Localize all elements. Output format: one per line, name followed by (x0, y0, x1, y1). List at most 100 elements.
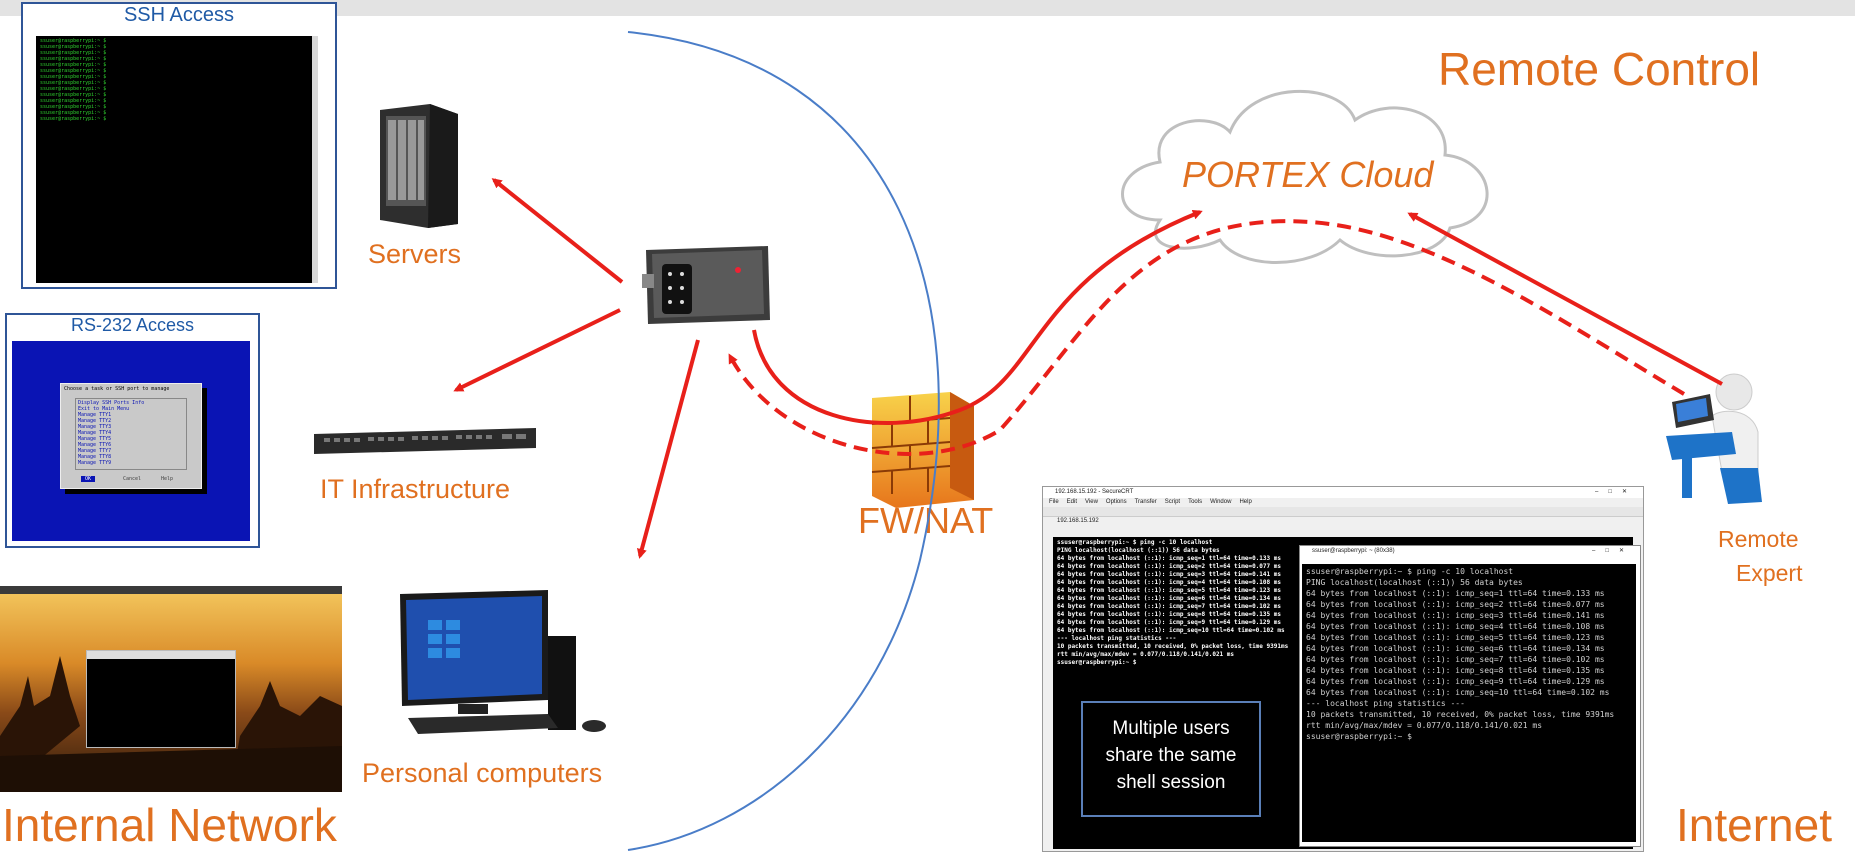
ssh-terminal-line: ssuser@raspberrypi:~ $ (40, 86, 107, 92)
securecrt-menu-item[interactable]: View (1085, 499, 1098, 505)
securecrt-menu-item[interactable]: File (1049, 499, 1059, 505)
arrow-to-personal-computers (636, 339, 700, 559)
putty-terminal-line: PING localhost(localhost (::1)) 56 data … (1306, 578, 1523, 587)
putty-terminal-line: ssuser@raspberrypi:~ $ (1306, 732, 1412, 741)
securecrt-terminal-line: 64 bytes from localhost (::1): icmp_seq=… (1057, 555, 1281, 562)
securecrt-terminal-line: ssuser@raspberrypi:~ $ ping -c 10 localh… (1057, 539, 1213, 546)
rs232-menu-dialog: Choose a task or SSH port to manage Disp… (60, 383, 202, 489)
securecrt-menu-item[interactable]: Tools (1188, 499, 1203, 505)
multi-user-box: Multiple users share the same shell sess… (1081, 701, 1261, 817)
securecrt-terminal-line: 64 bytes from localhost (::1): icmp_seq=… (1057, 619, 1281, 626)
it-infrastructure-label: IT Infrastructure (320, 474, 511, 504)
rs232-menu-item: Manage TTY6 (78, 442, 112, 448)
servers-label: Servers (368, 239, 462, 269)
rs232-panel-title: RS-232 Access (70, 315, 195, 335)
putty-terminal-line: 10 packets transmitted, 10 received, 0% … (1306, 710, 1615, 719)
arrow-to-it-infrastructure (453, 308, 621, 392)
internet-label: Internet (1676, 799, 1832, 851)
securecrt-terminal-line: 10 packets transmitted, 10 received, 0% … (1057, 643, 1289, 650)
securecrt-toolbar (1043, 507, 1643, 517)
securecrt-terminal-line: ssuser@raspberrypi:~ $ (1057, 659, 1137, 666)
ssh-terminal-line: ssuser@raspberrypi:~ $ (40, 68, 107, 74)
ssh-terminal-line: ssuser@raspberrypi:~ $ (40, 104, 107, 110)
rs232-help-button[interactable]: Help (161, 476, 174, 482)
arrow-to-servers (491, 178, 624, 284)
multi-user-line-2: share the same (1105, 745, 1237, 766)
internal-network-label: Internal Network (2, 799, 337, 851)
securecrt-window: 192.168.15.192 - SecureCRT –□✕ File Edit V… (1042, 486, 1644, 852)
arrow-expert-to-cloud (1407, 212, 1723, 386)
ssh-terminal-line: ssuser@raspberrypi:~ $ (40, 56, 107, 62)
desktop-terminal (86, 650, 236, 748)
putty-terminal-line: 64 bytes from localhost (::1): icmp_seq=… (1306, 611, 1605, 620)
rs232-console: Choose a task or SSH port to manage Disp… (12, 341, 250, 541)
putty-terminal-line: 64 bytes from localhost (::1): icmp_seq=… (1306, 633, 1605, 642)
putty-terminal-line: --- localhost ping statistics --- (1306, 699, 1465, 708)
ssh-terminal-line: ssuser@raspberrypi:~ $ (40, 98, 107, 104)
securecrt-menu-item[interactable]: Edit (1066, 499, 1078, 505)
securecrt-terminal-line: 64 bytes from localhost (::1): icmp_seq=… (1057, 563, 1281, 570)
securecrt-terminal-line: 64 bytes from localhost (::1): icmp_seq=… (1057, 579, 1281, 586)
ssh-terminal-line: ssuser@raspberrypi:~ $ (40, 80, 107, 86)
temple-silhouettes (0, 656, 342, 792)
ssh-access-panel: SSH Access ssuser@raspberrypi:~ $ssuser@… (21, 2, 337, 289)
ssh-scrollbar (312, 36, 318, 283)
remote-expert-label-2: Expert (1736, 560, 1803, 586)
putty-terminal-line: 64 bytes from localhost (::1): icmp_seq=… (1306, 677, 1605, 686)
rs232-menu-item: Manage TTY3 (78, 424, 112, 430)
personal-computers-label: Personal computers (362, 758, 603, 788)
rs232-menu-item: Manage TTY8 (78, 454, 112, 460)
network-switch-icon (310, 424, 540, 456)
tunnel-device-to-cloud (752, 209, 1203, 425)
portex-device-icon (642, 244, 772, 326)
ssh-terminal-line: ssuser@raspberrypi:~ $ (40, 38, 107, 44)
rs232-menu-item: Manage TTY5 (78, 436, 112, 442)
ssh-terminal-line: ssuser@raspberrypi:~ $ (40, 110, 107, 116)
putty-terminal-line: 64 bytes from localhost (::1): icmp_seq=… (1306, 688, 1610, 697)
rs232-ok-button[interactable]: OK (81, 476, 96, 482)
rs232-menu-item: Manage TTY9 (78, 460, 112, 466)
securecrt-title: 192.168.15.192 - SecureCRT (1055, 489, 1134, 495)
putty-terminal[interactable]: ssuser@raspberrypi:~ $ ping -c 10 localh… (1302, 564, 1636, 842)
securecrt-tab-label: 192.168.15.192 (1057, 518, 1099, 524)
window-controls[interactable]: –□✕ (1595, 489, 1637, 495)
securecrt-menubar: File Edit View Options Transfer Script Tools Wi… (1043, 498, 1643, 507)
ssh-terminal-line: ssuser@raspberrypi:~ $ (40, 44, 107, 50)
desktop-screenshot (0, 586, 342, 792)
rs232-menu-item: Manage TTY1 (78, 412, 112, 418)
securecrt-menu-item[interactable]: Transfer (1134, 499, 1157, 505)
remote-expert-icon (1662, 372, 1772, 512)
ssh-terminal-line: ssuser@raspberrypi:~ $ (40, 62, 107, 68)
securecrt-terminal-line: 64 bytes from localhost (::1): icmp_seq=… (1057, 587, 1281, 594)
ssh-terminal-line: ssuser@raspberrypi:~ $ (40, 74, 107, 80)
putty-terminal-line: 64 bytes from localhost (::1): icmp_seq=… (1306, 666, 1605, 675)
rs232-menu-item: Manage TTY2 (78, 418, 112, 424)
securecrt-terminal-line: rtt min/avg/max/mdev = 0.077/0.118/0.141… (1057, 651, 1235, 658)
putty-window: ssuser@raspberrypi: ~ (80x38) –□✕ ssuser… (1299, 545, 1641, 847)
putty-terminal-line: 64 bytes from localhost (::1): icmp_seq=… (1306, 655, 1605, 664)
ssh-terminal: ssuser@raspberrypi:~ $ssuser@raspberrypi… (36, 36, 318, 283)
securecrt-terminal-line: --- localhost ping statistics --- (1057, 635, 1177, 642)
putty-title: ssuser@raspberrypi: ~ (80x38) (1312, 548, 1395, 554)
desktop-computer-icon (398, 590, 618, 740)
putty-window-controls[interactable]: –□✕ (1592, 548, 1634, 554)
rs232-menu-item: Display SSH Ports Info (78, 400, 145, 406)
cloud-label: PORTEX Cloud (1182, 154, 1434, 195)
securecrt-terminal-line: 64 bytes from localhost (::1): icmp_seq=… (1057, 627, 1285, 634)
rs232-access-panel: RS-232 Access Choose a task or SSH port … (5, 313, 260, 548)
securecrt-menu-item[interactable]: Options (1105, 499, 1127, 505)
securecrt-menu-item[interactable]: Help (1239, 499, 1252, 505)
securecrt-menu-item[interactable]: Window (1210, 499, 1232, 505)
rs232-menu-item: Manage TTY4 (78, 430, 112, 436)
cloud-icon (1100, 70, 1510, 270)
remote-expert-label-1: Remote (1718, 526, 1799, 552)
securecrt-titlebar: 192.168.15.192 - SecureCRT –□✕ (1043, 487, 1643, 498)
securecrt-menu-item[interactable]: Script (1164, 499, 1181, 505)
rs232-cancel-button[interactable]: Cancel (123, 476, 142, 482)
putty-terminal-line: rtt min/avg/max/mdev = 0.077/0.118/0.141… (1306, 721, 1543, 730)
rs232-menu-item: Manage TTY7 (78, 448, 112, 454)
securecrt-tab[interactable]: 192.168.15.192 (1043, 517, 1643, 526)
securecrt-terminal-line: 64 bytes from localhost (::1): icmp_seq=… (1057, 611, 1281, 618)
